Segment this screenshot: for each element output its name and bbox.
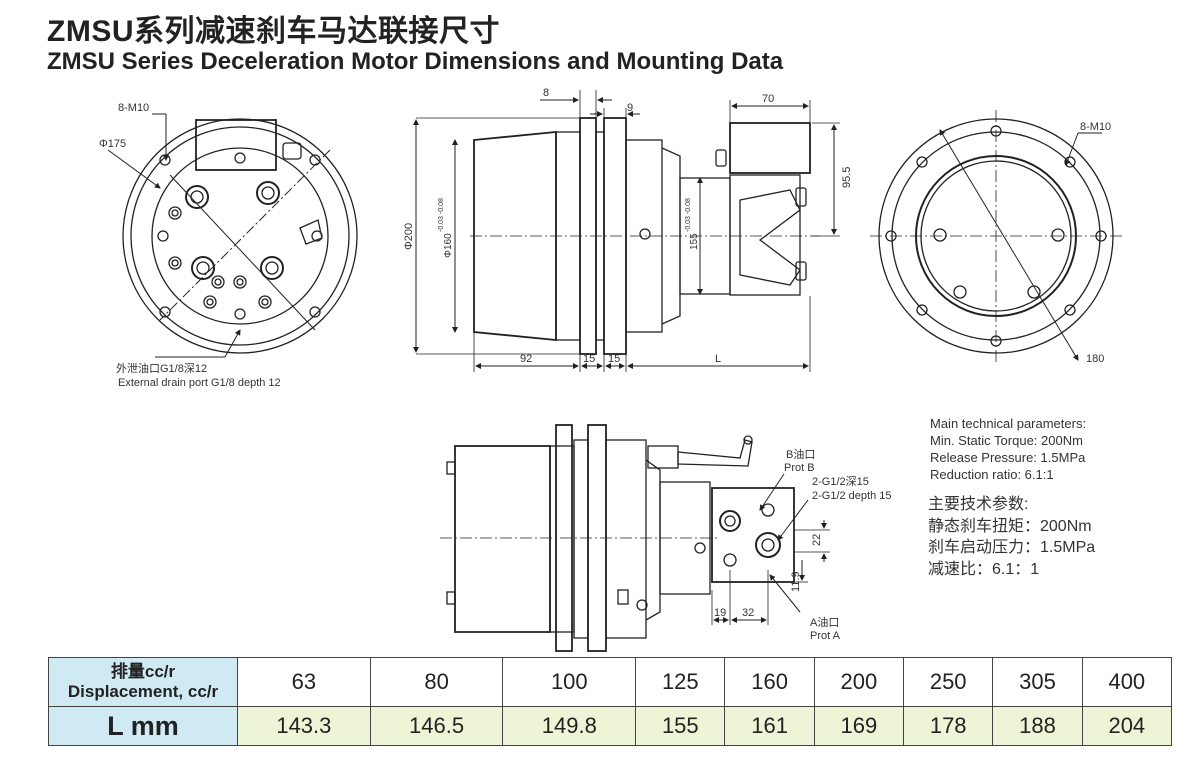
length-cell: 146.5 (369, 706, 504, 746)
dia-155: 155 (689, 233, 700, 250)
params-cn-line: 主要技术参数: (928, 496, 1029, 513)
displacement-cell: 160 (724, 657, 815, 707)
length-cell: 143.3 (237, 706, 371, 746)
drain-port-en: External drain port G1/8 depth 12 (118, 377, 281, 389)
technical-params-en: Main technical parameters: Min. Static T… (930, 415, 1086, 483)
front-bolt-label: 8-M10 (118, 102, 149, 114)
port-2g-en: 2-G1/2 depth 15 (812, 490, 892, 502)
displacement-cell: 305 (992, 657, 1083, 707)
dim-19: 19 (714, 607, 726, 619)
dim-70: 70 (762, 93, 774, 105)
dim-15b: 15 (608, 353, 620, 365)
length-header: L mm (48, 706, 238, 746)
params-en-line: Release Pressure: 1.5MPa (930, 450, 1086, 465)
displacement-header: 排量cc/r Displacement, cc/r (48, 657, 238, 707)
dim-11-9: 11.9 (790, 571, 802, 592)
length-cell: 169 (813, 706, 905, 746)
tol-155: -0.03 -0.08 (685, 198, 692, 232)
rear-bolt-label: 8-M10 (1080, 121, 1111, 133)
dim-180: 180 (1086, 353, 1104, 365)
displacement-cell: 400 (1081, 657, 1173, 707)
length-cell: 178 (903, 706, 994, 746)
spec-table: 排量cc/r Displacement, cc/r 63 80 100 125 … (48, 657, 1173, 746)
displacement-header-cn: 排量cc/r (110, 662, 176, 681)
dim-92: 92 (520, 353, 532, 365)
dim-15a: 15 (583, 353, 595, 365)
length-cell: 204 (1081, 706, 1173, 746)
dim-95-5: 95.5 (841, 167, 853, 188)
displacement-cell: 63 (237, 657, 371, 707)
technical-params-cn: 主要技术参数: 静态刹车扭矩：200Nm 刹车启动压力：1.5MPa 减速比：6… (928, 494, 1095, 580)
displacement-cell: 100 (502, 657, 637, 707)
displacement-row: 排量cc/r Displacement, cc/r 63 80 100 125 … (48, 657, 1173, 707)
port-b-en: Prot B (784, 462, 815, 474)
dia-160: Φ160 (443, 233, 454, 258)
length-cell: 149.8 (502, 706, 637, 746)
params-cn-line: 静态刹车扭矩：200Nm (928, 517, 1092, 535)
port-a-cn: A油口 (810, 615, 839, 629)
displacement-cell: 80 (369, 657, 504, 707)
dim-22: 22 (811, 534, 823, 546)
displacement-cell: 200 (813, 657, 905, 707)
port-a-en: Prot A (810, 630, 841, 642)
length-cell: 155 (635, 706, 726, 746)
displacement-cell: 250 (903, 657, 994, 707)
port-b-cn: B油口 (786, 447, 815, 461)
params-en-line: Min. Static Torque: 200Nm (930, 433, 1083, 448)
dim-9: 9 (627, 102, 633, 114)
front-pcd-label: Φ175 (99, 138, 126, 150)
front-view (107, 113, 358, 358)
length-row: L mm 143.3 146.5 149.8 155 161 169 178 1… (48, 706, 1173, 746)
rear-view (870, 110, 1122, 362)
dim-L: L (715, 353, 721, 365)
dim-32: 32 (742, 607, 754, 619)
displacement-header-en: Displacement, cc/r (67, 682, 219, 701)
length-cell: 188 (992, 706, 1083, 746)
params-en-line: Main technical parameters: (930, 416, 1087, 431)
tol-160: -0.03 -0.08 (438, 198, 445, 232)
bottom-view (440, 424, 830, 652)
params-cn-line: 刹车启动压力：1.5MPa (928, 539, 1096, 556)
port-2g-cn: 2-G1/2深15 (812, 475, 869, 488)
displacement-cell: 125 (635, 657, 726, 707)
page-title-en: ZMSU Series Deceleration Motor Dimension… (47, 48, 784, 75)
side-view (413, 90, 840, 372)
length-cell: 161 (724, 706, 815, 746)
dim-8: 8 (543, 87, 549, 99)
page-title-cn: ZMSU系列减速刹车马达联接尺寸 (47, 15, 500, 48)
dia-200: Φ200 (403, 223, 415, 250)
params-en-line: Reduction ratio: 6.1:1 (930, 467, 1054, 482)
drain-port-cn: 外泄油口G1/8深12 (116, 361, 207, 375)
params-cn-line: 减速比：6.1：1 (928, 560, 1040, 578)
